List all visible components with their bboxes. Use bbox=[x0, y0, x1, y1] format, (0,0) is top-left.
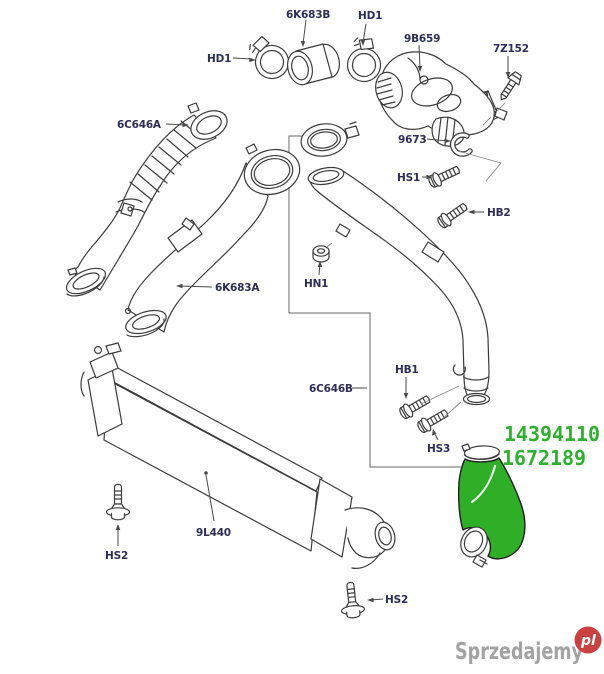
alignment-dashes-hb1-hs3 bbox=[420, 385, 462, 420]
watermark-pl-badge bbox=[574, 626, 602, 654]
part-number-line2: 1672189 bbox=[502, 446, 586, 470]
part-label-9l440: 9L440 bbox=[196, 527, 231, 539]
part-label-hs2-left: HS2 bbox=[105, 550, 128, 562]
nut-hn1-drawing bbox=[312, 245, 330, 263]
part-label-hs1: HS1 bbox=[397, 172, 420, 184]
leader-lines bbox=[115, 19, 511, 603]
part-label-6c646a: 6C646A bbox=[117, 119, 162, 131]
screw-hs2-left-drawing bbox=[105, 483, 131, 521]
part-number-line1: 14394110 bbox=[504, 422, 600, 446]
bolt-hb2-drawing bbox=[434, 199, 471, 231]
part-label-hs2-bottom: HS2 bbox=[385, 594, 408, 606]
hose-6k683a-drawing bbox=[124, 143, 301, 338]
alignment-line-9673 bbox=[457, 150, 502, 182]
watermark-tld-text: pl bbox=[580, 633, 596, 649]
bolt-hs1-drawing bbox=[426, 162, 463, 190]
part-label-6c646b: 6C646B bbox=[309, 383, 353, 395]
pipe-6c646b-drawing bbox=[307, 166, 491, 406]
intercooler-9l440-drawing bbox=[80, 342, 396, 569]
hose-6k683b-drawing bbox=[287, 43, 340, 86]
clamp-hd1-left-drawing bbox=[243, 29, 296, 86]
part-label-7z152: 7Z152 bbox=[493, 43, 529, 55]
clip-9673-drawing bbox=[449, 132, 473, 157]
bolt-hb1-drawing bbox=[397, 391, 434, 422]
hose-6c646a-drawing bbox=[65, 102, 228, 297]
part-label-hb1: HB1 bbox=[395, 364, 419, 376]
part-label-hn1: HN1 bbox=[304, 278, 328, 290]
part-label-hd1-right: HD1 bbox=[358, 10, 382, 22]
watermark-shadow-text: Sprzedajemy bbox=[457, 641, 585, 667]
alignment-line-hn1 bbox=[326, 242, 333, 248]
highlighted-hose-drawing bbox=[457, 443, 526, 568]
part-label-9673: 9673 bbox=[398, 134, 426, 146]
screw-7z152-drawing bbox=[500, 71, 522, 101]
alignment-dashes-7z152 bbox=[482, 102, 506, 126]
part-label-hd1-left: HD1 bbox=[207, 53, 231, 65]
screw-hs2-bottom-drawing bbox=[338, 580, 366, 620]
green-hose-body bbox=[457, 457, 526, 560]
part-labels: HD1 6K683B HD1 9B659 7Z152 9673 HS1 HB2 … bbox=[105, 9, 529, 606]
part-label-6k683a: 6K683A bbox=[215, 282, 260, 294]
highlighted-part-numbers: 14394110 1672189 bbox=[502, 422, 600, 470]
pipe-9b659-drawing bbox=[375, 51, 508, 147]
elbow-end-drawing bbox=[300, 121, 360, 157]
part-label-6k683b: 6K683B bbox=[286, 9, 330, 21]
part-label-hb2: HB2 bbox=[487, 207, 511, 219]
assembly-group-box bbox=[288, 135, 461, 468]
part-label-hs3: HS3 bbox=[427, 443, 450, 455]
watermark: Sprzedajemy Sprzedajemy pl bbox=[455, 626, 602, 667]
watermark-site-text: Sprzedajemy bbox=[455, 639, 583, 665]
part-label-9b659: 9B659 bbox=[404, 33, 440, 45]
